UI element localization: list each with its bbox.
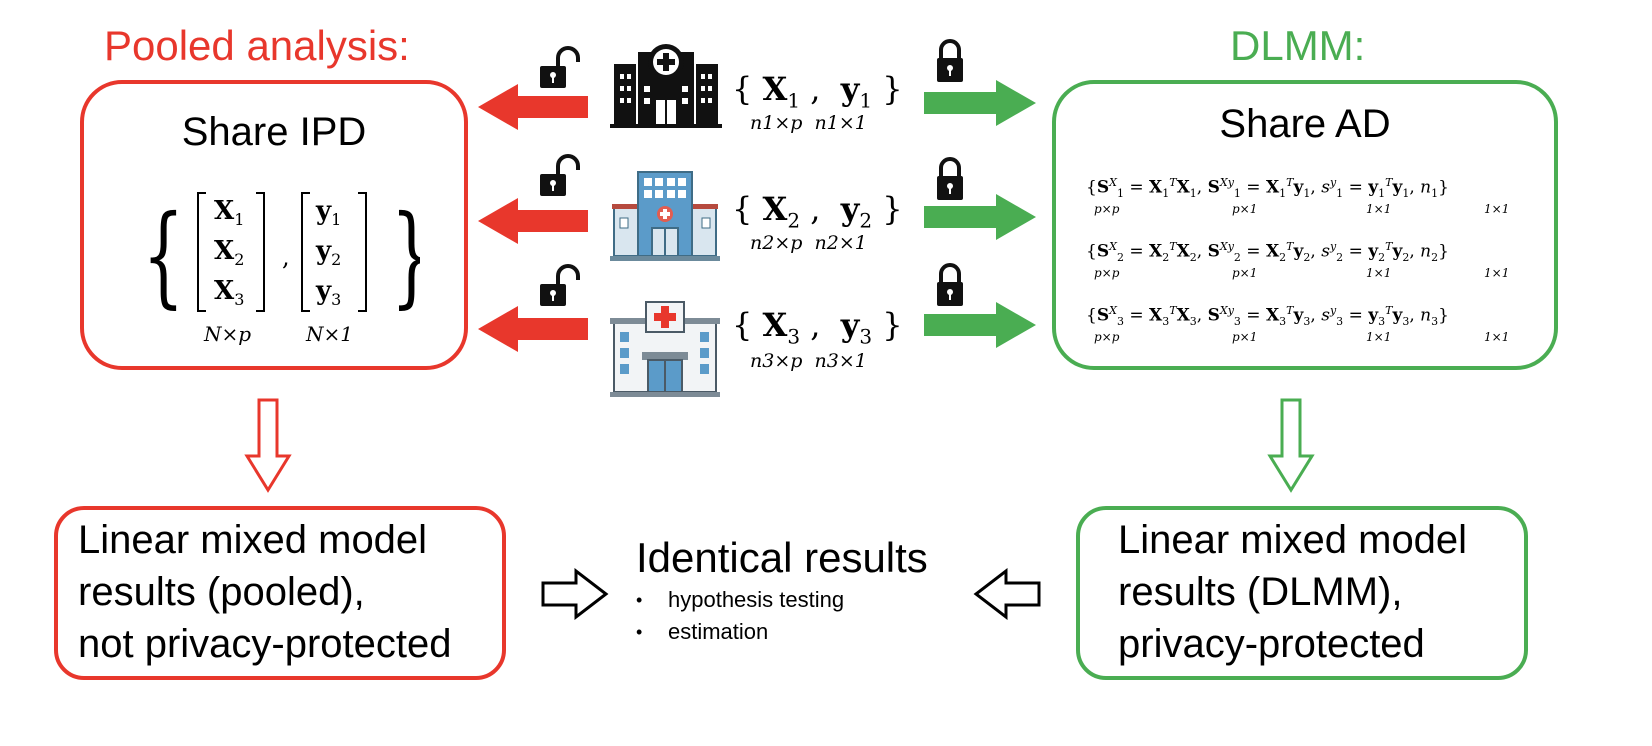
stat-dimension-label: p×p bbox=[1094, 202, 1120, 216]
svg-text:,: , bbox=[282, 243, 290, 271]
share-ad-arrow bbox=[924, 194, 1036, 240]
dlmm-down-arrow bbox=[1267, 398, 1315, 493]
stat-dimension-label: p×1 bbox=[1232, 202, 1258, 216]
hospital-icon bbox=[610, 301, 720, 397]
stat-dimension-label: 1×1 bbox=[1484, 266, 1510, 280]
ipd-X3: X3 bbox=[214, 276, 245, 310]
dlmm-result-line: Linear mixed model bbox=[1118, 518, 1468, 562]
pooled-result-line: Linear mixed model bbox=[78, 518, 428, 562]
ipd-y3: y3 bbox=[316, 276, 342, 310]
dlmm-result-line: results (DLMM), bbox=[1118, 570, 1403, 614]
site-data-set: { X1 , y1 } bbox=[732, 70, 903, 113]
share-ad-arrow bbox=[924, 302, 1036, 348]
aggregate-statistics-row: {SX3 = X3TX3, SXy3 = X3Ty3, sy3 = y3Ty3,… bbox=[1086, 304, 1449, 329]
stat-dimension-label: p×1 bbox=[1232, 330, 1258, 344]
dim-y: n2×1 bbox=[814, 232, 867, 254]
stat-dimension-label: 1×1 bbox=[1366, 202, 1392, 216]
pooled-result-box bbox=[54, 506, 506, 680]
dim-X: n3×p bbox=[750, 350, 803, 372]
ipd-matrix-formula: { } , bbox=[142, 192, 420, 320]
dlmm-heading: DLMM: bbox=[1230, 22, 1366, 69]
aggregate-statistics-row: {SX2 = X2TX2, SXy2 = X2Ty2, sy2 = y2Ty2,… bbox=[1086, 240, 1449, 265]
site-data-set: { X2 , y2 } bbox=[732, 190, 903, 233]
share-ad-box bbox=[1052, 80, 1558, 370]
site-dimension-labels: n3×p n3×1 bbox=[750, 350, 867, 372]
share-ipd-box bbox=[80, 80, 468, 370]
svg-text:{: { bbox=[142, 192, 184, 319]
svg-text:}: } bbox=[391, 192, 420, 319]
dlmm-result-line: privacy-protected bbox=[1118, 622, 1425, 666]
share-ad-title: Share AD bbox=[1219, 102, 1391, 146]
ipd-y1: y1 bbox=[316, 196, 342, 230]
stat-dimension-label: p×1 bbox=[1232, 266, 1258, 280]
pooled-result-line: results (pooled), bbox=[78, 570, 365, 614]
ipd-dim-y: N×1 bbox=[306, 322, 353, 346]
unlocked-lock-icon bbox=[540, 264, 580, 306]
locked-lock-icon bbox=[937, 39, 963, 82]
left-hollow-arrow bbox=[973, 568, 1041, 620]
right-hollow-arrow bbox=[541, 568, 609, 620]
hospital-icon bbox=[610, 44, 722, 128]
stat-dimension-label: 1×1 bbox=[1366, 266, 1392, 280]
share-ipd-arrow bbox=[478, 84, 588, 130]
locked-lock-icon bbox=[937, 157, 963, 200]
identical-results-title: Identical results bbox=[636, 534, 928, 581]
identical-results-bullets: hypothesis testing estimation bbox=[636, 584, 844, 648]
bullet-item: hypothesis testing bbox=[636, 584, 844, 616]
aggregate-statistics-row: {SX1 = X1TX1, SXy1 = X1Ty1, sy1 = y1Ty1,… bbox=[1086, 176, 1449, 201]
ipd-X1: X1 bbox=[214, 196, 245, 230]
dim-y: n3×1 bbox=[814, 350, 867, 372]
share-ipd-title: Share IPD bbox=[181, 110, 367, 154]
dlmm-result-box bbox=[1076, 506, 1528, 680]
stat-dimension-label: p×p bbox=[1094, 330, 1120, 344]
ipd-y2: y2 bbox=[316, 236, 342, 270]
hospital-icon bbox=[610, 171, 720, 261]
share-ipd-arrow bbox=[478, 306, 588, 352]
stat-dimension-label: 1×1 bbox=[1484, 202, 1510, 216]
site-dimension-labels: n2×p n2×1 bbox=[750, 232, 867, 254]
ipd-dim-X: N×p bbox=[204, 322, 252, 346]
share-ipd-arrow bbox=[478, 198, 588, 244]
stat-dimension-label: p×p bbox=[1094, 266, 1120, 280]
share-ad-arrow bbox=[924, 80, 1036, 126]
locked-lock-icon bbox=[937, 263, 963, 306]
dlmm-result-text: Linear mixed model results (DLMM), priva… bbox=[1118, 514, 1467, 670]
unlocked-lock-icon bbox=[540, 46, 580, 88]
stat-dimension-label: 1×1 bbox=[1484, 330, 1510, 344]
dim-X: n1×p bbox=[750, 112, 803, 134]
bullet-item: estimation bbox=[636, 616, 844, 648]
pooled-heading: Pooled analysis: bbox=[104, 22, 410, 69]
pooled-result-text: Linear mixed model results (pooled), not… bbox=[78, 514, 452, 670]
pooled-result-line: not privacy-protected bbox=[78, 622, 452, 666]
unlocked-lock-icon bbox=[540, 154, 580, 196]
pooled-down-arrow bbox=[244, 398, 292, 493]
stat-dimension-label: 1×1 bbox=[1366, 330, 1392, 344]
dim-y: n1×1 bbox=[814, 112, 867, 134]
dim-X: n2×p bbox=[750, 232, 803, 254]
ipd-X2: X2 bbox=[214, 236, 245, 270]
site-dimension-labels: n1×p n1×1 bbox=[750, 112, 867, 134]
site-data-set: { X3 , y3 } bbox=[732, 306, 903, 349]
